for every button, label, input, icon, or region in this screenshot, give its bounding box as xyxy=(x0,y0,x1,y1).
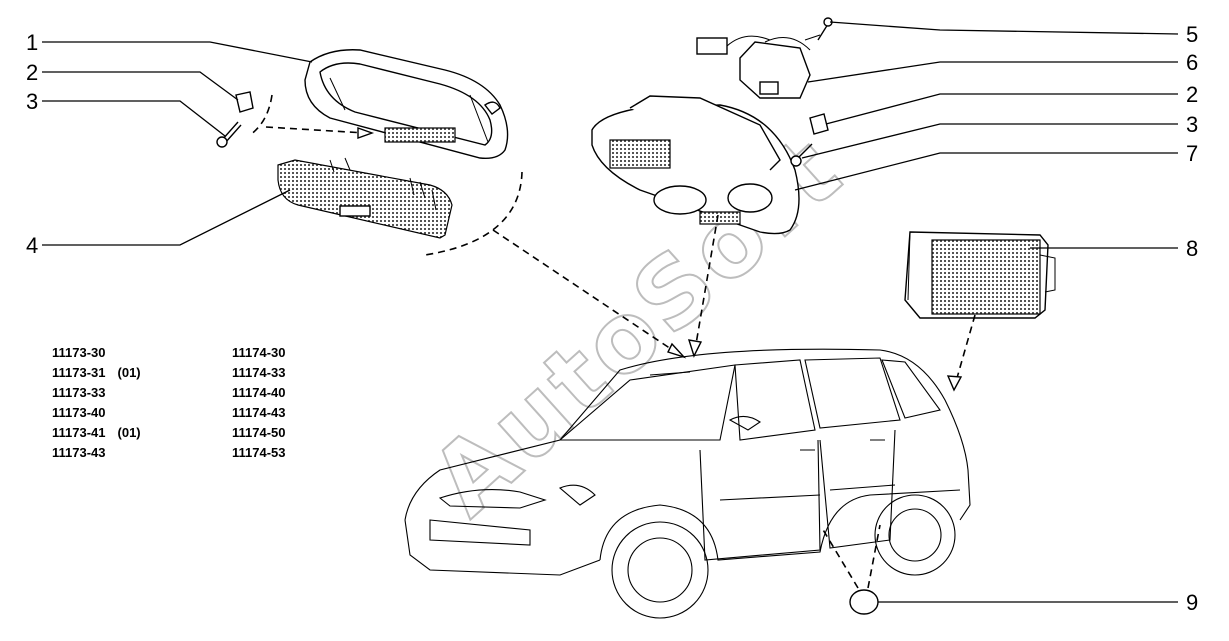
model-code-row: 11174-40 xyxy=(232,385,286,400)
svg-text:6: 6 xyxy=(1186,50,1198,75)
assembly-arrow-to-car-left xyxy=(492,229,681,356)
model-code-row: 11174-33 xyxy=(232,365,286,380)
model-code-row: 11174-43 xyxy=(232,405,286,420)
callout-5: 5 xyxy=(829,21,1198,47)
plug-drawing xyxy=(849,589,879,615)
svg-text:3: 3 xyxy=(26,89,38,114)
callout-3-left: 3 xyxy=(26,89,226,137)
connector-drawing xyxy=(696,35,771,55)
callout-8: 8 xyxy=(1030,236,1198,261)
svg-text:2: 2 xyxy=(26,60,38,85)
assembly-arrow-top xyxy=(265,126,366,134)
front-lamp-housing-drawing xyxy=(304,49,509,160)
model-code-row: 11174-50 xyxy=(232,425,286,440)
svg-text:8: 8 xyxy=(1186,236,1198,261)
svg-text:9: 9 xyxy=(1186,590,1198,615)
clip-drawing-right xyxy=(809,113,829,135)
callout-2-right: 2 xyxy=(825,82,1198,125)
model-code-row: 11174-30 xyxy=(232,345,286,360)
model-code-row: 11174-53 xyxy=(232,445,286,460)
lamp-switch-drawing xyxy=(739,37,811,99)
screw-drawing-left xyxy=(216,121,242,148)
lamp-lens-drawing xyxy=(277,157,453,239)
model-code-row: 11173-43 xyxy=(52,445,106,460)
svg-text:7: 7 xyxy=(1186,141,1198,166)
callout-4: 4 xyxy=(26,189,291,258)
model-code-row: 11173-40 xyxy=(52,405,106,420)
assembly-arrow-plug-1 xyxy=(821,527,859,589)
clip-drawing-left xyxy=(235,91,254,113)
assembly-arrow-left xyxy=(249,94,273,136)
assembly-arrow-to-car-right xyxy=(954,314,976,386)
callout-7: 7 xyxy=(794,141,1198,191)
callout-1: 1 xyxy=(26,30,313,63)
callout-2-left: 2 xyxy=(26,60,239,101)
assembly-arrow-to-car-center xyxy=(694,214,719,351)
svg-text:1: 1 xyxy=(26,30,38,55)
callout-9: 9 xyxy=(878,590,1198,615)
luggage-lamp-drawing xyxy=(904,231,1056,319)
assembly-arc-left xyxy=(424,171,523,256)
model-codes-column-b: 11174-30 11174-33 11174-40 11174-43 1117… xyxy=(232,343,286,463)
model-code-row: 11173-31(01) xyxy=(52,365,141,380)
screw-drawing-top xyxy=(817,17,833,41)
assembly-arrow-plug-2 xyxy=(867,524,881,589)
svg-text:3: 3 xyxy=(1186,112,1198,137)
model-code-row: 11173-41(01) xyxy=(52,425,141,440)
model-codes-column-a: 11173-30 11173-31(01) 11173-33 11173-40 … xyxy=(52,343,141,463)
screw-drawing-right xyxy=(790,143,813,167)
callout-3-right: 3 xyxy=(801,112,1198,159)
svg-text:4: 4 xyxy=(26,233,38,258)
car-outline-drawing xyxy=(404,348,971,619)
model-code-row: 11173-33 xyxy=(52,385,106,400)
callout-6: 6 xyxy=(807,50,1198,83)
roof-console-drawing xyxy=(591,95,800,235)
model-code-row: 11173-30 xyxy=(52,345,106,360)
svg-text:2: 2 xyxy=(1186,82,1198,107)
svg-text:5: 5 xyxy=(1186,22,1198,47)
